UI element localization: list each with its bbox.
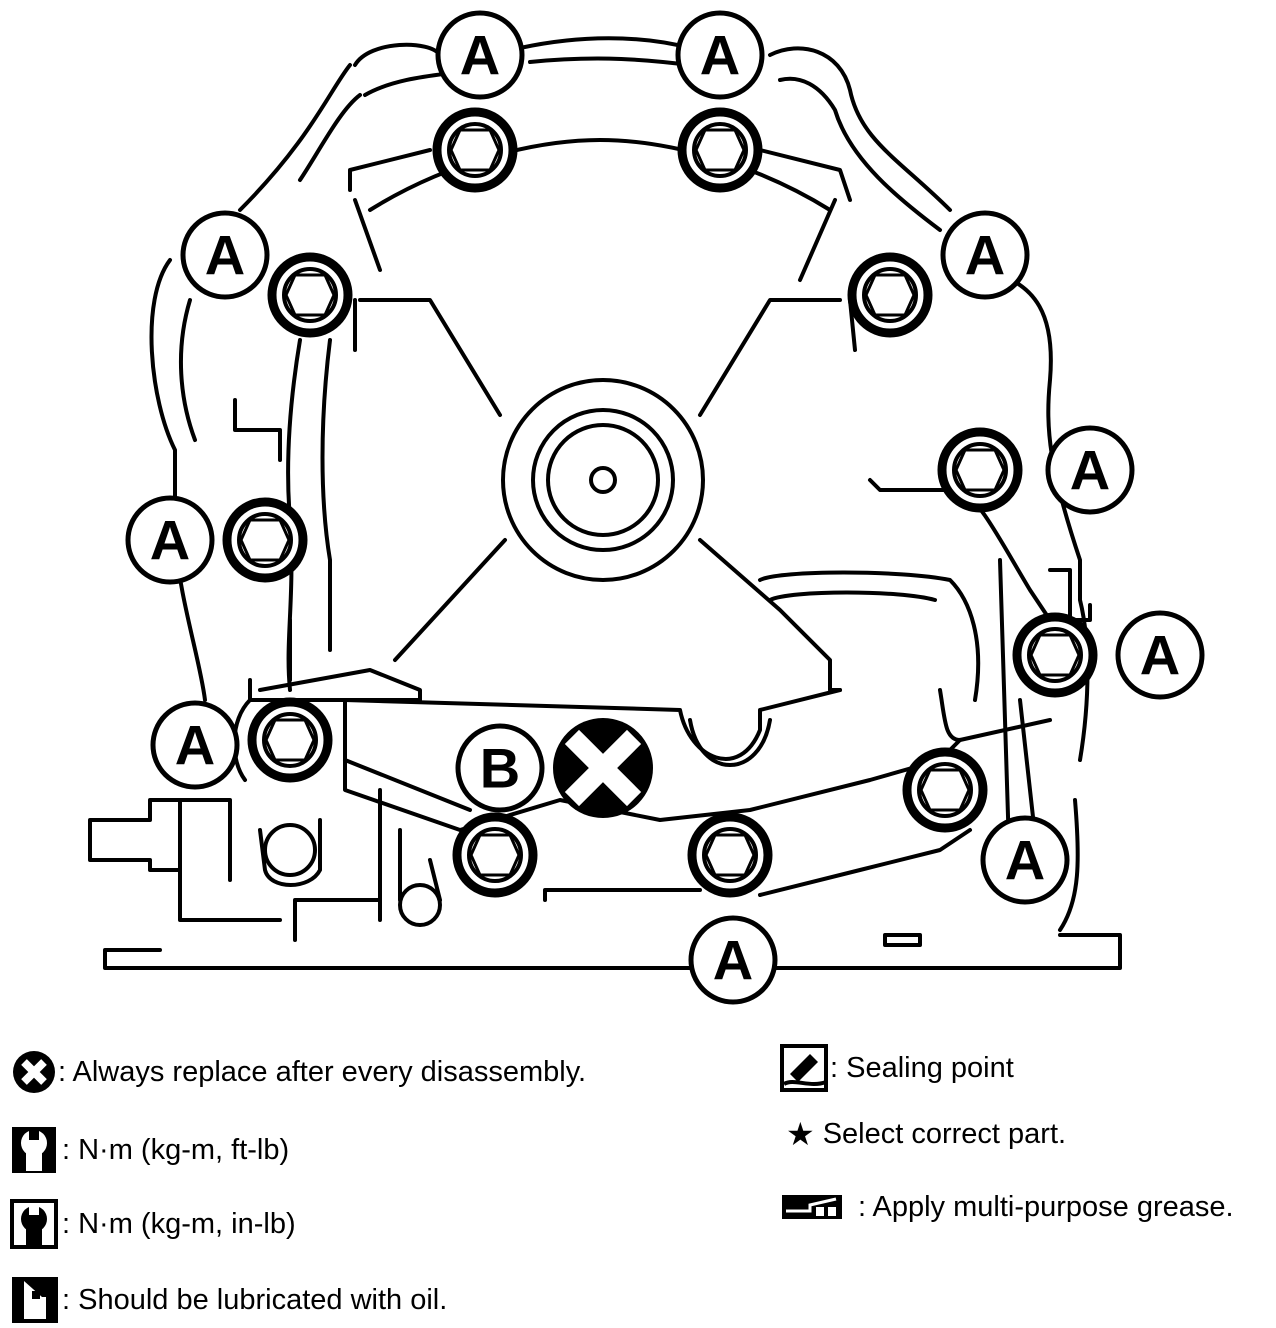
- bolt-head: [937, 427, 1023, 513]
- sealant-icon: [780, 1044, 828, 1092]
- svg-text:A: A: [713, 929, 753, 992]
- svg-text:A: A: [460, 24, 500, 87]
- svg-text:A: A: [1070, 439, 1110, 502]
- callout-a: A: [1045, 425, 1135, 515]
- replace-marker: [553, 718, 653, 818]
- callout-a: A: [435, 10, 525, 100]
- legend-grease: : Apply multi-purpose grease.: [780, 1185, 1234, 1229]
- bolt-head: [1012, 612, 1098, 698]
- bolt-head: [247, 697, 333, 783]
- legend-select: ★ Select correct part.: [786, 1116, 1067, 1152]
- crank-seal-outer: [501, 378, 705, 582]
- callout-a: A: [688, 915, 778, 1005]
- svg-text:B: B: [480, 737, 520, 800]
- svg-text:A: A: [965, 224, 1005, 287]
- svg-text:A: A: [205, 224, 245, 287]
- svg-text:A: A: [1005, 829, 1045, 892]
- bolt-head: [902, 747, 988, 833]
- bolt-head: [267, 252, 353, 338]
- x-circle-icon: [13, 1051, 55, 1093]
- bolt-head: [847, 252, 933, 338]
- left-bracket: [88, 798, 182, 872]
- callout-a: A: [150, 700, 240, 790]
- bolt-head: [452, 812, 538, 898]
- callout-a: A: [940, 210, 1030, 300]
- legend-sealing: : Sealing point: [780, 1044, 1014, 1092]
- legend-torque-ft: : N·m (kg-m, ft-lb): [10, 1127, 289, 1173]
- bolt-head: [677, 107, 763, 193]
- bolt-head: [432, 107, 518, 193]
- callout-b: B: [455, 723, 545, 813]
- bolt-head: [222, 497, 308, 583]
- callout-a: A: [180, 210, 270, 300]
- oil-can-icon: [12, 1277, 58, 1323]
- callout-a: A: [1115, 610, 1205, 700]
- legend-lubricate: : Should be lubricated with oil.: [10, 1277, 447, 1323]
- svg-text:A: A: [150, 509, 190, 572]
- callout-a: A: [980, 815, 1070, 905]
- legend-torque-in: : N·m (kg-m, in-lb): [10, 1199, 296, 1249]
- svg-text:A: A: [1140, 624, 1180, 687]
- wrench-icon: [12, 1127, 56, 1173]
- svg-text:A: A: [175, 714, 215, 777]
- svg-text:A: A: [700, 24, 740, 87]
- callout-a: A: [675, 10, 765, 100]
- callout-a: A: [125, 495, 215, 585]
- wrench-icon: [10, 1199, 58, 1249]
- legend-replace: : Always replace after every disassembly…: [10, 1050, 586, 1094]
- bolt-head: [687, 812, 773, 898]
- star-icon: ★: [786, 1116, 815, 1152]
- front-cover-diagram: A A A A A A A A A A B: [88, 10, 1205, 1005]
- grease-icon: [782, 1195, 842, 1219]
